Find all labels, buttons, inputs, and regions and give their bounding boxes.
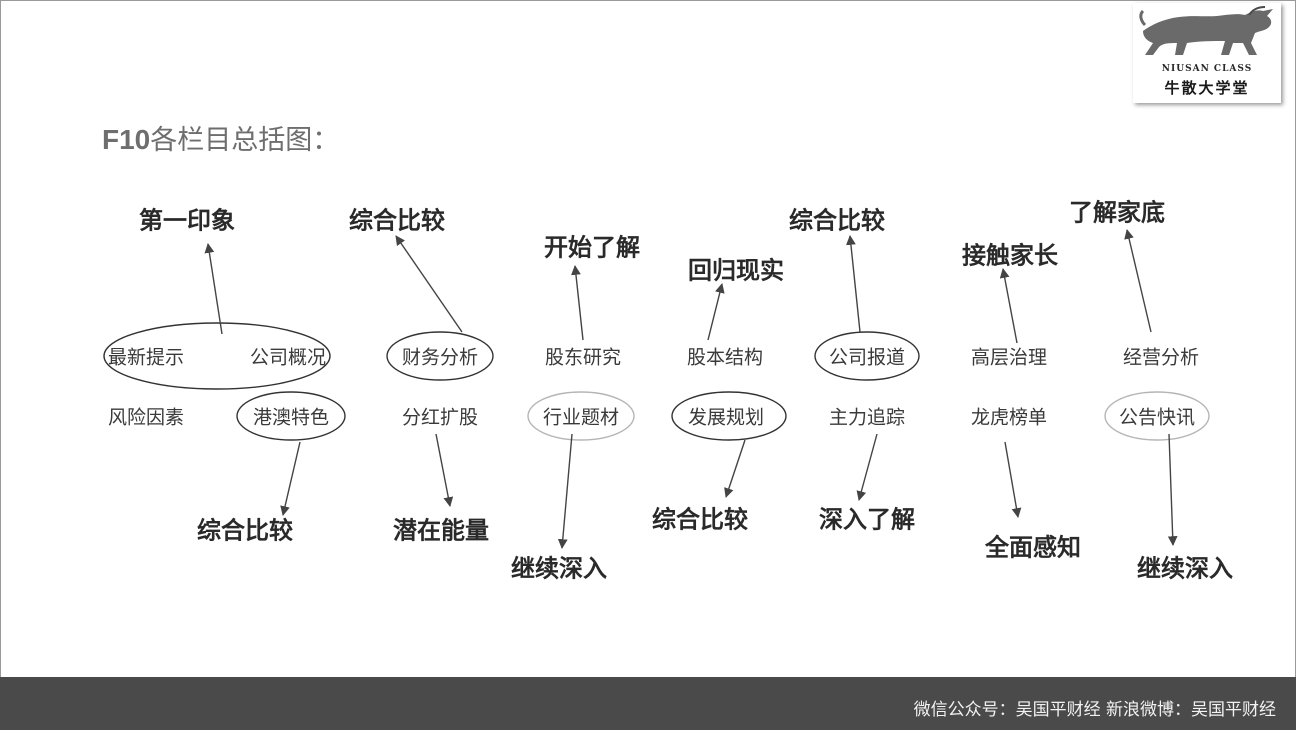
label-start-understand: 开始了解 (544, 233, 640, 262)
page-title: F10各栏目总括图： (102, 118, 339, 157)
brand-logo: NIUSAN CLASS 牛散大学堂 (1133, 3, 1281, 103)
label-first-impression: 第一印象 (139, 206, 235, 235)
item-dividend-expansion: 分红扩股 (401, 406, 479, 429)
connector-arrow (707, 283, 725, 341)
connector-arrow (204, 243, 223, 335)
item-development-plan: 发展规划 (687, 406, 765, 429)
highlight-ellipse (236, 391, 346, 441)
bull-icon (1139, 6, 1273, 55)
label-deep-understand: 深入了解 (819, 505, 915, 534)
item-main-force-tracking: 主力追踪 (828, 406, 906, 429)
connector-arrow (999, 268, 1018, 344)
title-text: 各栏目总括图： (150, 125, 340, 156)
item-risk-factors: 风险因素 (107, 406, 185, 429)
footer-social-accounts: 微信公众号：吴国平财经 新浪微博：吴国平财经 (913, 700, 1276, 720)
connector-arrow (571, 265, 584, 341)
highlight-ellipse (103, 322, 331, 390)
item-hk-macau-features: 港澳特色 (252, 406, 330, 429)
label-back-reality: 回归现实 (688, 256, 784, 285)
connector-arrow (856, 433, 878, 501)
footer-bar: 微信公众号：吴国平财经 新浪微博：吴国平财经 (0, 677, 1296, 730)
item-latest-tips: 最新提示 (107, 346, 185, 369)
connector-arrow (280, 441, 301, 516)
item-company-overview: 公司概况 (249, 346, 327, 369)
highlight-ellipse (671, 391, 787, 441)
item-financial-analysis: 财务分析 (401, 346, 479, 369)
label-full-perception: 全面感知 (985, 533, 1081, 562)
item-operations-analysis: 经营分析 (1122, 346, 1200, 369)
connector-arrow (1167, 433, 1178, 546)
item-industry-theme: 行业题材 (542, 406, 620, 429)
label-compare: 综合比较 (349, 206, 445, 235)
item-governance: 高层治理 (970, 346, 1048, 369)
title-prefix: F10 (102, 124, 151, 155)
logo-chinese-name: 牛散大学堂 (1164, 79, 1250, 97)
highlight-ellipse (1104, 391, 1210, 441)
logo-english-name: NIUSAN CLASS (1161, 64, 1253, 74)
item-shareholder-research: 股东研究 (544, 346, 622, 369)
connector-arrow (395, 235, 463, 333)
connector-arrow (557, 433, 573, 549)
label-know-family: 了解家底 (1069, 198, 1165, 227)
label-compare: 综合比较 (789, 206, 885, 235)
connector-arrow (1124, 229, 1152, 333)
highlight-ellipse (527, 391, 635, 441)
connector-arrow (724, 439, 746, 498)
highlight-ellipse (386, 331, 494, 381)
label-potential: 潜在能量 (393, 516, 489, 545)
label-contact-head: 接触家长 (962, 241, 1058, 270)
diagram-connectors (103, 229, 1210, 549)
label-continue: 继续深入 (1137, 554, 1233, 583)
label-compare: 综合比较 (197, 516, 293, 545)
label-compare: 综合比较 (652, 505, 748, 534)
label-continue: 继续深入 (511, 554, 607, 583)
connector-arrow (846, 235, 861, 333)
connector-arrow (1004, 441, 1022, 518)
item-announcements: 公告快讯 (1118, 406, 1196, 429)
item-company-reports: 公司报道 (828, 346, 906, 369)
slide-frame (0, 0, 1296, 677)
item-share-structure: 股本结构 (686, 346, 764, 369)
item-dragon-tiger-list: 龙虎榜单 (970, 406, 1048, 429)
highlight-ellipse (814, 331, 920, 381)
connector-arrow (435, 433, 454, 507)
